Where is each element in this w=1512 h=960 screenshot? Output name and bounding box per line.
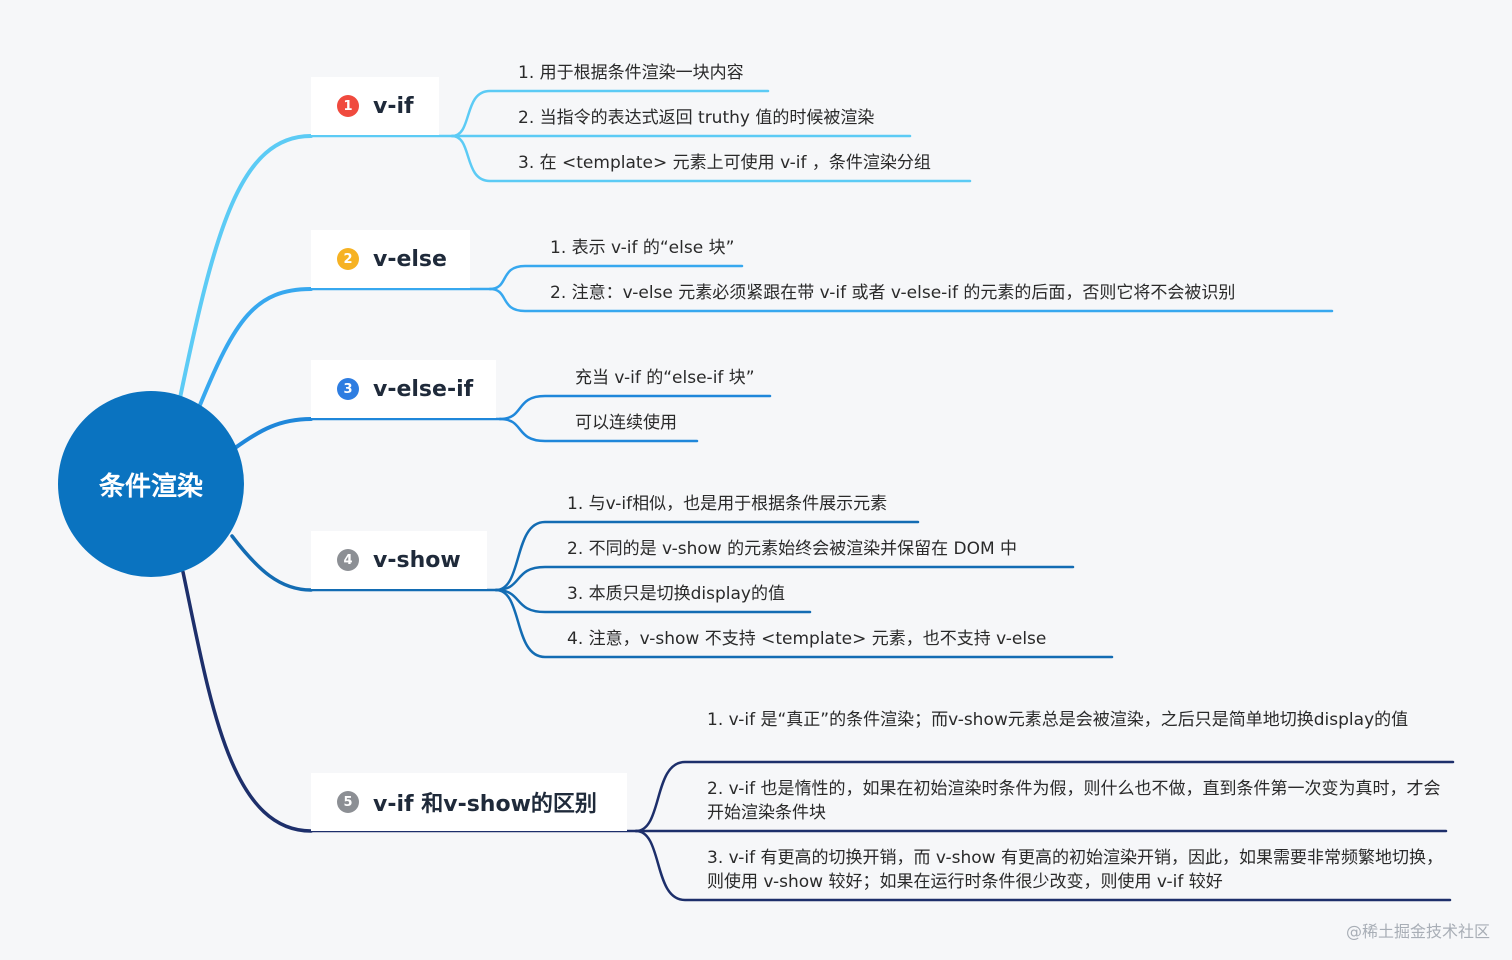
leaf-item: 1. 与v-if相似，也是用于根据条件展示元素: [567, 494, 888, 514]
connector-branch-5: [181, 570, 313, 833]
connector-leaf-b5-1: [634, 760, 1455, 833]
number-badge-4: 4: [337, 549, 359, 571]
leaf-item: 1. 表示 v-if 的“else 块”: [550, 238, 735, 258]
branch-label: v-if: [373, 93, 414, 119]
branch-label: v-else: [373, 246, 447, 272]
central-node: 条件渲染: [58, 391, 244, 577]
number-badge-3: 3: [337, 378, 359, 400]
watermark: @稀土掘金技术社区: [1345, 922, 1490, 941]
branch-v-else-if: 3 v-else-if: [311, 360, 496, 418]
connector-branch-4: [230, 534, 313, 592]
connector-leaf-b4-2: [494, 565, 1075, 592]
connector-leaf-b1-1: [450, 89, 770, 138]
leaf-item: 3. 在 <template> 元素上可使用 v-if ，条件渲染分组: [518, 153, 931, 173]
branch-label: v-show: [373, 547, 461, 573]
leaf-item: 2. v-if 也是惰性的，如果在初始渲染时条件为假，则什么也不做，直到条件第一…: [707, 779, 1441, 823]
connector-branch-2: [198, 287, 313, 407]
branch-v-else: 2 v-else: [311, 230, 470, 288]
number-badge-2: 2: [337, 248, 359, 270]
connector-branch-1: [178, 134, 313, 400]
connector-leaf-b2-1: [488, 264, 744, 291]
central-label: 条件渲染: [98, 471, 203, 502]
connector-leaf-b1-3: [450, 134, 972, 183]
leaf-item: 3. 本质只是切换display的值: [567, 584, 785, 604]
leaf-item: 2. 当指令的表达式返回 truthy 值的时候被渲染: [518, 108, 875, 128]
number-badge-5: 5: [337, 791, 359, 813]
branch-v-if-vs-v-show: 5 v-if 和v-show的区别: [311, 773, 627, 831]
leaf-item: 1. 用于根据条件渲染一块内容: [518, 63, 744, 83]
number-badge-1: 1: [337, 95, 359, 117]
connector-leaf-b4-4: [494, 588, 1114, 659]
connector-leaf-b3-1: [498, 394, 772, 421]
branch-v-if: 1 v-if: [311, 77, 439, 135]
leaf-item: 3. v-if 有更高的切换开销，而 v-show 有更高的初始渲染开销，因此，…: [707, 848, 1443, 892]
connector-leaf-b4-3: [494, 588, 812, 614]
leaf-item: 1. v-if 是“真正”的条件渲染；而v-show元素总是会被渲染，之后只是简…: [707, 710, 1409, 730]
leaf-item: 可以连续使用: [575, 413, 677, 433]
leaf-item: 2. 注意：v-else 元素必须紧跟在带 v-if 或者 v-else-if …: [550, 283, 1236, 303]
connector-leaf-b2-2: [488, 287, 1334, 313]
branch-v-show: 4 v-show: [311, 531, 487, 589]
leaf-item: 2. 不同的是 v-show 的元素始终会被渲染并保留在 DOM 中: [567, 539, 1018, 559]
connector-leaf-b5-3: [634, 829, 1452, 902]
branch-label: v-else-if: [373, 376, 474, 402]
branch-label: v-if 和v-show的区别: [373, 792, 597, 817]
connector-leaf-b3-2: [498, 417, 699, 443]
leaf-item: 4. 注意，v-show 不支持 <template> 元素，也不支持 v-el…: [567, 629, 1047, 649]
leaf-item: 充当 v-if 的“else-if 块”: [575, 368, 755, 388]
connector-branch-3: [233, 417, 313, 450]
connector-leaf-b4-1: [494, 520, 920, 592]
